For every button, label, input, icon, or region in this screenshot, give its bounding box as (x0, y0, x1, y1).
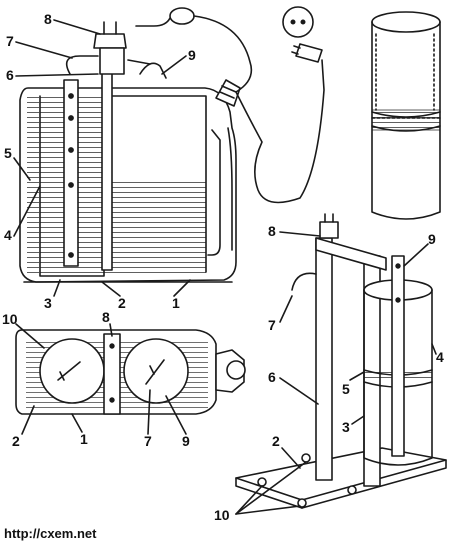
label-canister-3: 3 (44, 295, 52, 311)
label-stand-3: 3 (342, 419, 350, 435)
source-watermark: http://cxem.net (4, 526, 97, 541)
electrolyzer-stand (235, 213, 447, 509)
label-top-8: 8 (102, 309, 110, 325)
power-cord (135, 6, 325, 204)
ring-left (39, 338, 105, 404)
stand-crossbar (315, 237, 387, 271)
label-canister-8: 8 (44, 11, 52, 27)
label-top-1: 1 (80, 431, 88, 447)
label-stand-7: 7 (268, 317, 276, 333)
label-stand-4: 4 (436, 349, 444, 365)
wire-clip-right (139, 62, 167, 79)
canister-top-view (15, 329, 246, 415)
label-canister-9: 9 (188, 47, 196, 63)
cord-plug (169, 7, 195, 25)
label-top-10: 10 (2, 311, 18, 327)
spout-cap (226, 360, 246, 380)
stand-base (235, 447, 447, 501)
label-stand-5: 5 (342, 381, 350, 397)
insulator-block (99, 47, 125, 75)
label-stand-9: 9 (428, 231, 436, 247)
socket (282, 6, 314, 38)
canister-handle (207, 129, 221, 256)
wall-plug (295, 43, 323, 63)
stand-electrode (391, 255, 405, 457)
label-top-7: 7 (144, 433, 152, 449)
label-canister-1: 1 (172, 295, 180, 311)
electrode-plate (63, 79, 79, 267)
label-top-2: 2 (12, 433, 20, 449)
glass-cylinder (371, 11, 441, 220)
label-canister-4: 4 (4, 227, 12, 243)
label-canister-7: 7 (6, 33, 14, 49)
stand-post-left (315, 237, 333, 481)
water-layer-right (104, 180, 206, 274)
wire-clip-left (65, 55, 99, 75)
label-stand-8: 8 (268, 223, 276, 239)
label-stand-10: 10 (214, 507, 230, 523)
stand-plug (319, 221, 339, 239)
top-plug (93, 33, 127, 49)
canister-side-view (19, 21, 241, 283)
electrode-rod (101, 69, 113, 271)
label-canister-2: 2 (118, 295, 126, 311)
label-stand-2: 2 (272, 433, 280, 449)
figure-labels: 8 7 6 9 5 4 3 2 1 10 8 2 1 7 9 8 9 7 (2, 11, 444, 523)
stand-wire (291, 272, 317, 291)
water-layer-left (27, 96, 39, 276)
label-canister-5: 5 (4, 145, 12, 161)
label-stand-6: 6 (268, 369, 276, 385)
label-top-9: 9 (182, 433, 190, 449)
label-canister-6: 6 (6, 67, 14, 83)
